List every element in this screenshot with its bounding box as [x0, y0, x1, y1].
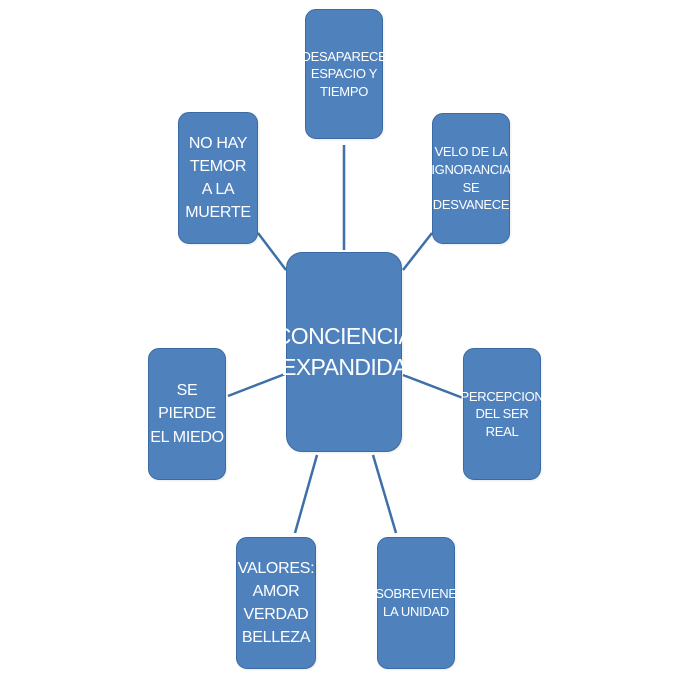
connector-bottom-right [371, 454, 398, 534]
node-desaparece-espacio-tiempo: DESAPARECE ESPACIO Y TIEMPO [302, 9, 387, 139]
node-sobreviene-unidad: SOBREVIENE LA UNIDAD [375, 537, 457, 669]
connector-top-left [257, 232, 287, 271]
connector-right [402, 373, 464, 400]
connector-top-right [402, 232, 433, 271]
node-valores: VALORES: AMOR VERDAD BELLEZA [236, 537, 316, 669]
node-se-pierde-miedo: SE PIERDE EL MIEDO [148, 348, 226, 480]
node-conciencia-expandida: CONCIENCIA EXPANDIDA [275, 252, 414, 452]
node-velo-ignorancia: VELO DE LA IGNORANCIA SE DESVANECE [431, 113, 511, 244]
node-percepcion-ser-real: PERCEPCION DEL SER REAL [461, 348, 544, 480]
node-no-hay-temor-muerte: NO HAY TEMOR A LA MUERTE [178, 112, 258, 244]
connector-left [227, 372, 286, 398]
connector-bottom-left [293, 454, 319, 534]
